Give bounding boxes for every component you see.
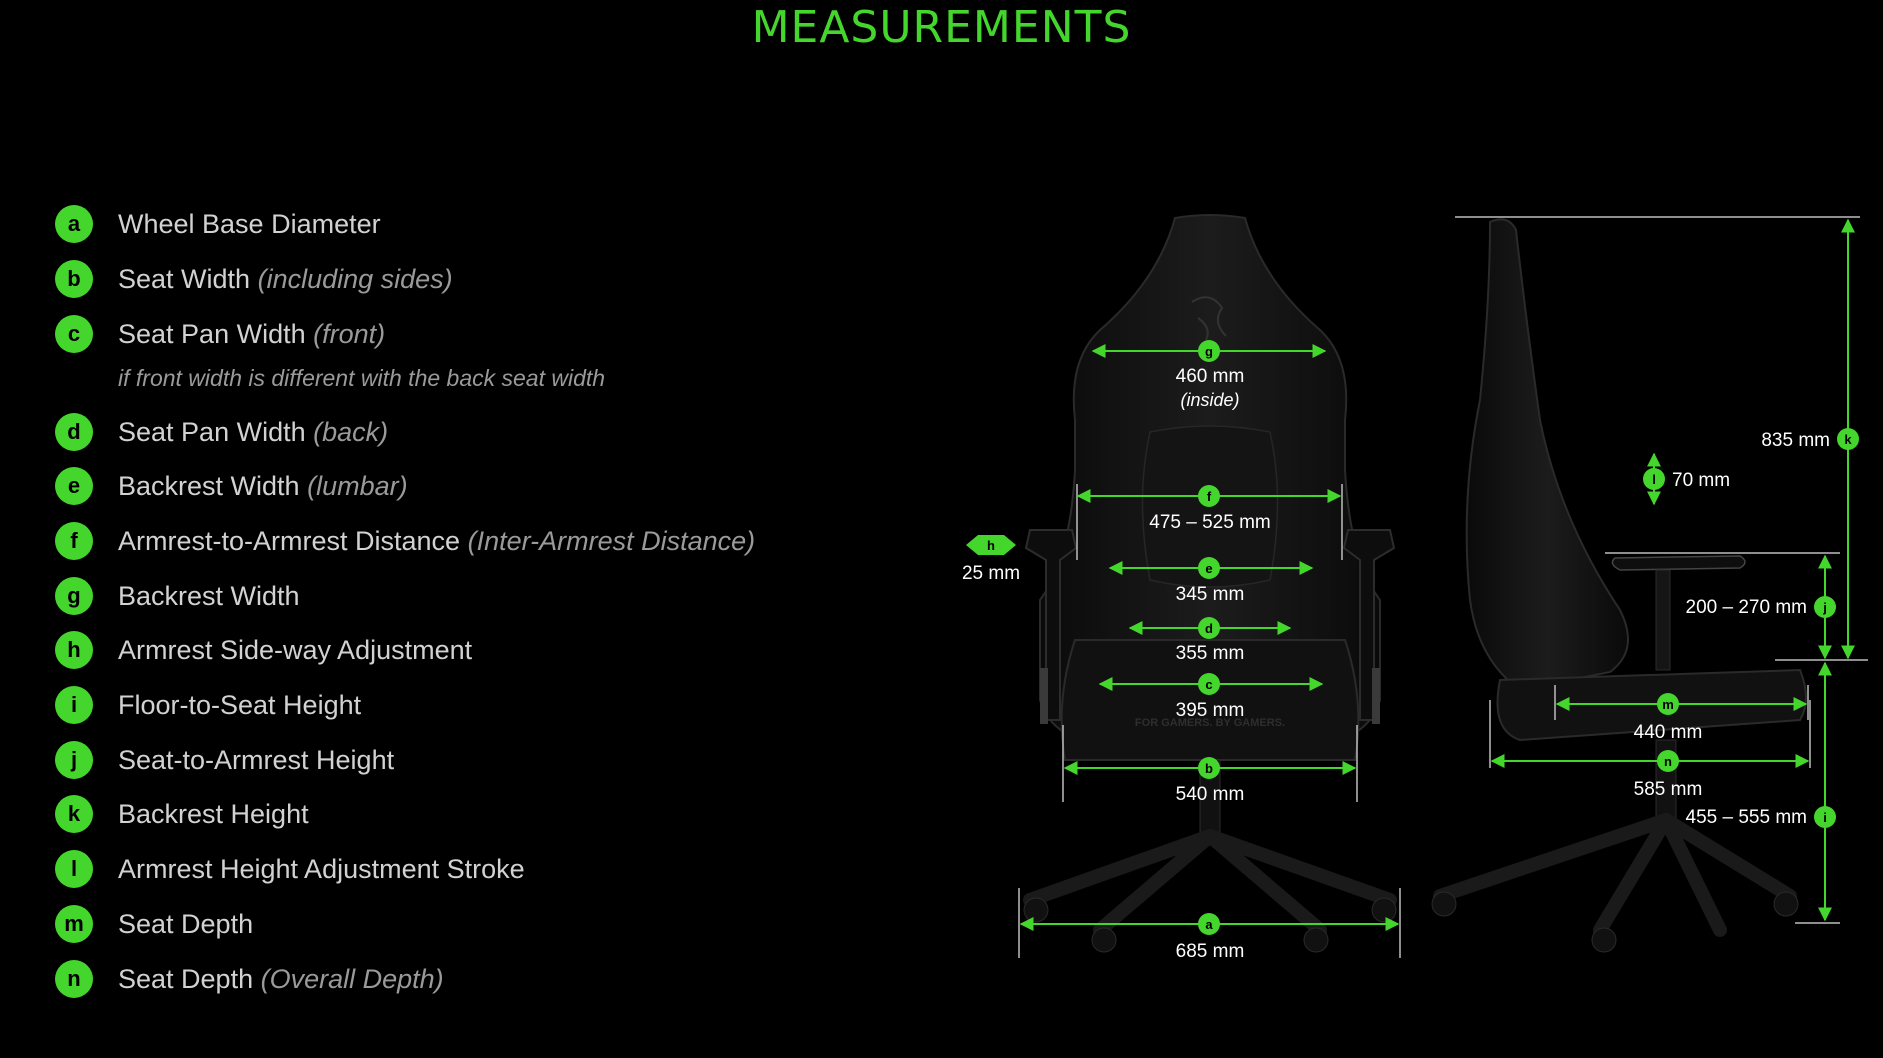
page-title: MEASUREMENTS (751, 2, 1132, 53)
legend-badge-l: l (55, 850, 93, 888)
dim-l: l 70 mm (1643, 452, 1730, 506)
legend-badge-f: f (55, 522, 93, 560)
side-extension-lines (1455, 216, 1868, 924)
dim-d: d 355 mm (1128, 617, 1292, 664)
legend-label-b: Seat Width (118, 264, 251, 294)
dim-b: b 540 mm (1063, 757, 1357, 805)
dim-h-value: 25 mm (962, 563, 1020, 584)
legend-label-k: Backrest Height (118, 799, 309, 829)
dim-m-value: 440 mm (1634, 722, 1703, 743)
legend-badge-k: k (55, 795, 93, 833)
legend-badge-i: i (55, 686, 93, 724)
legend-badge-j: j (55, 741, 93, 779)
dim-h: h 25 mm (962, 535, 1020, 584)
dim-b-value: 540 mm (1176, 784, 1245, 805)
legend-label-h: Armrest Side-way Adjustment (118, 635, 473, 665)
legend-qualifier-f: (Inter-Armrest Distance) (467, 526, 756, 556)
dim-f-badge: f (1207, 489, 1212, 504)
dim-d-value: 355 mm (1176, 643, 1245, 664)
dim-i: i 455 – 555 mm (1686, 661, 1836, 922)
dim-c-value: 395 mm (1176, 700, 1245, 721)
legend-label-g: Backrest Width (118, 581, 300, 611)
dim-i-badge: i (1823, 810, 1827, 825)
dim-m-badge: m (1662, 697, 1674, 712)
chair-tagline: FOR GAMERS. BY GAMERS. (1135, 717, 1285, 729)
dim-g-sub: (inside) (1180, 390, 1239, 410)
legend-qualifier-d: (back) (313, 417, 389, 447)
razer-logo-icon (1191, 296, 1227, 341)
dim-f: f 475 – 525 mm (1076, 485, 1342, 533)
legend-label-e: Backrest Width (118, 471, 300, 501)
legend-qualifier-e: (lumbar) (307, 471, 408, 501)
dim-a-badge: a (1205, 917, 1213, 932)
dim-e: e 345 mm (1108, 557, 1314, 605)
legend-badge-d: d (55, 413, 93, 451)
dim-g-value: 460 mm (1176, 366, 1245, 387)
dim-e-value: 345 mm (1176, 584, 1245, 605)
dim-n-value: 585 mm (1634, 779, 1703, 800)
dim-e-badge: e (1205, 561, 1212, 576)
dim-l-value: 70 mm (1672, 470, 1730, 491)
dim-j-badge: j (1822, 600, 1827, 615)
legend-label-a: Wheel Base Diameter (118, 209, 381, 239)
dim-n: n 585 mm (1490, 750, 1810, 800)
legend-badge-c: c (55, 315, 93, 353)
legend-qualifier-n: (Overall Depth) (260, 964, 444, 994)
legend-label-n: Seat Depth (118, 964, 254, 994)
dim-b-badge: b (1205, 761, 1213, 776)
legend-label-j: Seat-to-Armrest Height (118, 745, 395, 775)
dim-h-badge: h (987, 538, 995, 553)
dim-k: k 835 mm (1761, 218, 1859, 660)
legend-badge-g: g (55, 577, 93, 615)
dim-c: c 395 mm (1098, 673, 1324, 721)
legend-note-c: if front width is different with the bac… (118, 365, 606, 391)
dim-g-badge: g (1205, 344, 1213, 359)
dim-m: m 440 mm (1555, 693, 1808, 743)
legend-badge-h: h (55, 631, 93, 669)
dim-c-badge: c (1205, 677, 1212, 692)
dim-g: g 460 mm (inside) (1091, 340, 1327, 410)
legend-badge-m: m (55, 905, 93, 943)
dim-j-value: 200 – 270 mm (1686, 597, 1807, 618)
legend-label-d: Seat Pan Width (118, 417, 306, 447)
legend-label-c: Seat Pan Width (118, 319, 306, 349)
dim-l-badge: l (1652, 472, 1656, 487)
legend-qualifier-b: (including sides) (257, 264, 453, 294)
dim-f-value: 475 – 525 mm (1149, 512, 1270, 533)
dim-j: j 200 – 270 mm (1686, 554, 1836, 660)
legend-badge-e: e (55, 467, 93, 505)
dim-i-value: 455 – 555 mm (1686, 807, 1807, 828)
legend-badge-a: a (55, 205, 93, 243)
dim-k-value: 835 mm (1761, 430, 1830, 451)
legend-badge-n: n (55, 960, 93, 998)
legend-label-f: Armrest-to-Armrest Distance (118, 526, 461, 556)
legend-label-m: Seat Depth (118, 909, 254, 939)
dim-a-value: 685 mm (1176, 941, 1245, 962)
side-chair-illustration (1431, 218, 1807, 953)
legend-qualifier-c: (front) (313, 319, 386, 349)
dim-n-badge: n (1664, 754, 1672, 769)
dim-a: a 685 mm (1019, 913, 1400, 962)
legend-badge-b: b (55, 260, 93, 298)
legend-label-l: Armrest Height Adjustment Stroke (118, 854, 525, 884)
dim-d-badge: d (1205, 621, 1213, 636)
legend-label-i: Floor-to-Seat Height (118, 690, 362, 720)
dim-k-badge: k (1844, 432, 1852, 447)
